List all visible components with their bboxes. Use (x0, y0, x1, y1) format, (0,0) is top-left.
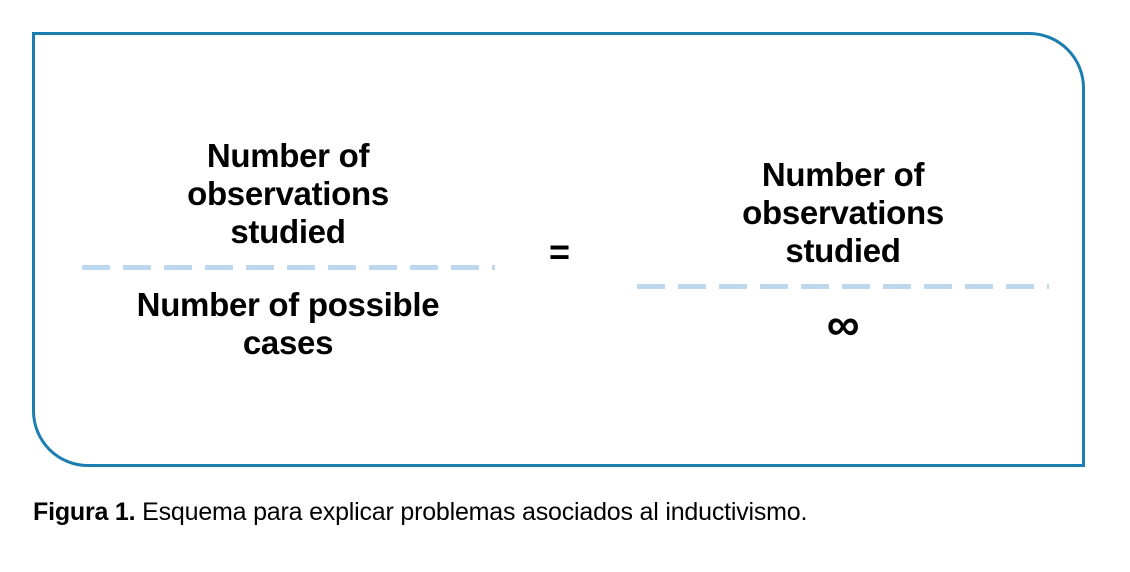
figure-caption-label: Figura 1. (33, 498, 136, 526)
right-fraction-bar (637, 284, 1050, 289)
left-fraction: Number of observations studied Number of… (53, 137, 523, 362)
left-fraction-numerator: Number of observations studied (187, 137, 389, 250)
left-fraction-denominator: Number of possible cases (136, 286, 440, 361)
equation: Number of observations studied Number of… (32, 32, 1085, 467)
figure-caption: Figura 1. Esquema para explicar problema… (33, 496, 1093, 528)
figure-frame (32, 32, 1085, 467)
right-fraction: Number of observations studied ∞ (623, 156, 1063, 350)
equals-sign: = (549, 230, 571, 272)
right-fraction-numerator: Number of observations studied (742, 156, 944, 269)
left-fraction-bar (81, 265, 495, 270)
figure-caption-text: Esquema para explicar problemas asociado… (135, 498, 808, 526)
infinity-symbol: ∞ (826, 298, 860, 350)
